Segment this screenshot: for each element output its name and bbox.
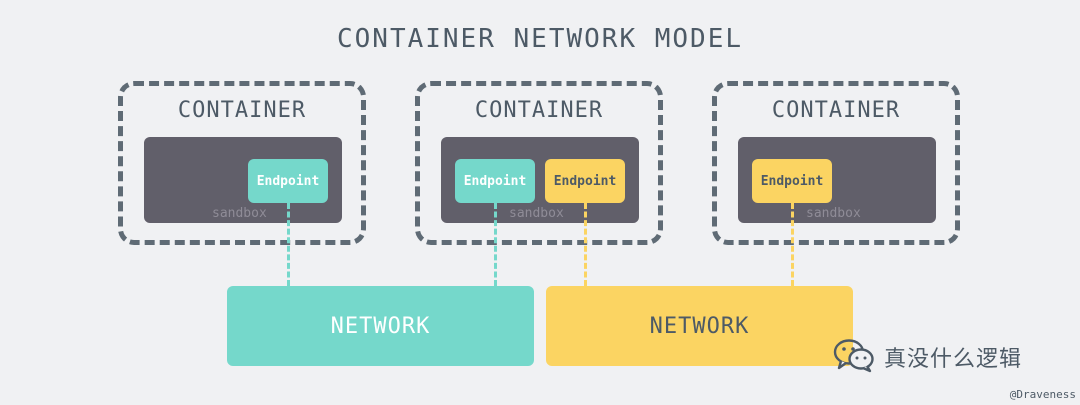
diagram-title: CONTAINER NETWORK MODEL — [336, 24, 744, 54]
container-2-label: CONTAINER — [474, 98, 604, 123]
network-1: NETWORK — [227, 286, 534, 366]
endpoint-3: Endpoint — [545, 159, 625, 203]
link-endpoint-2-network-1 — [494, 203, 497, 286]
watermark-text: 真没什么逻辑 — [884, 347, 1023, 372]
endpoint-4: Endpoint — [752, 159, 832, 203]
sandbox-2-label: sandbox — [509, 206, 564, 221]
container-1: CONTAINER — [118, 81, 366, 245]
sandbox-1-label: sandbox — [212, 206, 267, 221]
link-endpoint-4-network-2 — [791, 203, 794, 286]
container-3-label: CONTAINER — [771, 98, 901, 123]
container-1-label: CONTAINER — [177, 98, 307, 123]
credit: @Draveness — [1009, 388, 1076, 401]
endpoint-1: Endpoint — [248, 159, 328, 203]
link-endpoint-1-network-1 — [287, 203, 290, 286]
container-3: CONTAINER — [712, 81, 960, 245]
sandbox-3-label: sandbox — [806, 206, 861, 221]
watermark: 真没什么逻辑 — [832, 338, 1022, 376]
container-2: CONTAINER — [415, 81, 663, 245]
link-endpoint-3-network-2 — [584, 203, 587, 286]
network-2: NETWORK — [546, 286, 853, 366]
wechat-icon — [832, 337, 876, 377]
endpoint-2: Endpoint — [455, 159, 535, 203]
